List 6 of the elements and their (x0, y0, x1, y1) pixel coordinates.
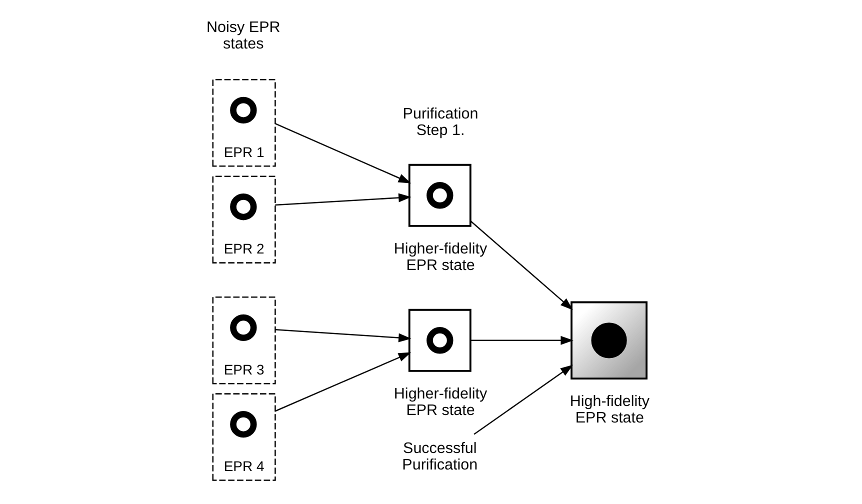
node-label: High-fidelity EPR state (570, 393, 650, 427)
node-label: Higher-fidelity EPR state (394, 240, 488, 274)
node-label: Higher-fidelity EPR state (394, 385, 488, 419)
label: Noisy EPR states (206, 19, 280, 53)
node-label: Purification Step 1. (402, 106, 478, 140)
node-text: Successful Purification (402, 440, 478, 474)
